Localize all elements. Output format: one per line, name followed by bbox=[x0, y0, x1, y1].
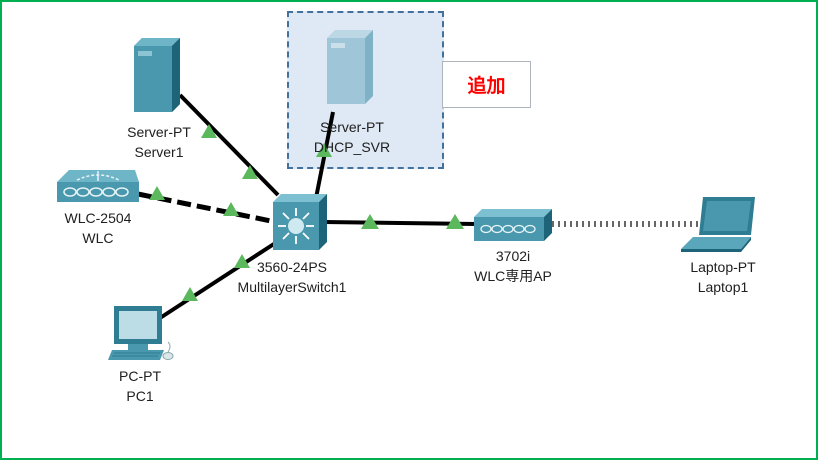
device-name: WLC専用AP bbox=[474, 268, 552, 284]
device-model: 3560-24PS bbox=[256, 259, 328, 275]
server-icon[interactable] bbox=[132, 38, 184, 118]
device-label-pc1: PC-PT PC1 bbox=[119, 366, 161, 406]
server-icon[interactable] bbox=[325, 30, 377, 110]
device-model: PC-PT bbox=[119, 368, 161, 384]
added-callout: 追加 bbox=[442, 61, 531, 108]
link-pc1-mls[interactable] bbox=[158, 238, 282, 320]
link-status-up-icon bbox=[316, 143, 332, 157]
device-label-server1: Server-PT Server1 bbox=[127, 122, 191, 162]
link-status-up-icon bbox=[361, 214, 379, 229]
pc-icon[interactable] bbox=[106, 306, 178, 362]
access-point-icon[interactable] bbox=[474, 209, 554, 243]
device-name: Server1 bbox=[134, 144, 184, 160]
wireless-lan-controller-icon[interactable] bbox=[57, 168, 141, 204]
link-status-up-icon bbox=[149, 186, 165, 200]
multilayer-switch-icon[interactable] bbox=[273, 194, 329, 252]
device-label-laptop: Laptop-PT Laptop1 bbox=[690, 257, 755, 297]
device-model: Server-PT bbox=[127, 124, 191, 140]
link-status-up-icon bbox=[223, 202, 239, 216]
laptop-icon[interactable] bbox=[681, 193, 763, 253]
device-label-dhcp-svr: Server-PT DHCP_SVR bbox=[314, 117, 390, 157]
device-model: Server-PT bbox=[320, 119, 384, 135]
link-status-up-icon bbox=[201, 124, 217, 138]
added-callout-text: 追加 bbox=[467, 75, 506, 97]
link-status-up-icon bbox=[182, 287, 198, 301]
device-name: DHCP_SVR bbox=[313, 139, 391, 155]
link-server1-mls[interactable] bbox=[178, 93, 280, 197]
device-model: 3702i bbox=[495, 248, 531, 264]
device-label-multilayer-switch: 3560-24PS MultilayerSwitch1 bbox=[238, 257, 347, 297]
device-name: PC1 bbox=[126, 388, 154, 404]
link-status-up-icon bbox=[446, 214, 464, 229]
link-status-up-icon bbox=[242, 165, 258, 179]
device-model: WLC-2504 bbox=[64, 210, 132, 226]
device-label-access-point: 3702i WLC専用AP bbox=[474, 246, 552, 286]
link-status-up-icon bbox=[234, 254, 250, 268]
device-label-wlc: WLC-2504 WLC bbox=[65, 208, 132, 248]
device-name: WLC bbox=[82, 230, 114, 246]
device-name: Laptop1 bbox=[697, 279, 749, 295]
device-name: MultilayerSwitch1 bbox=[237, 279, 347, 295]
device-model: Laptop-PT bbox=[690, 259, 756, 275]
